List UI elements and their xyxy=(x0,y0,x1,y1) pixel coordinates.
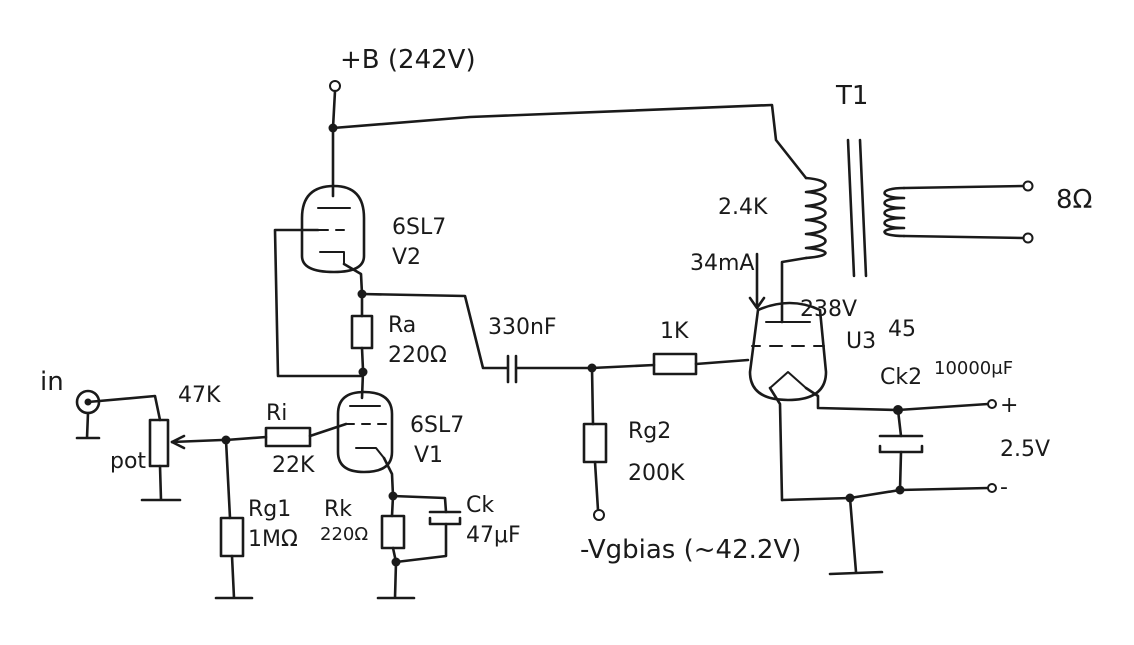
resistor-ri: Ri 22K xyxy=(224,401,348,478)
ck2-ref: Ck2 xyxy=(880,365,922,390)
u3-plate-voltage: 238V xyxy=(800,297,857,322)
u3-type: 45 xyxy=(888,317,916,342)
tube-v2: 6SL7 V2 xyxy=(273,126,446,378)
heater-minus: - xyxy=(1000,475,1008,500)
resistor-rg1: Rg1 1MΩ xyxy=(214,438,298,600)
u3-plate-current: 34mA xyxy=(690,251,754,276)
u3-ref: U3 xyxy=(846,329,876,354)
input-label: in xyxy=(40,367,64,397)
rg2-ref: Rg2 xyxy=(628,419,671,444)
rk-value: 220Ω xyxy=(320,524,368,545)
primary-impedance: 2.4K xyxy=(718,195,768,220)
ck-value: 47μF xyxy=(466,523,521,548)
ra-ref: Ra xyxy=(388,313,416,338)
v2-type: 6SL7 xyxy=(392,215,446,240)
bias-label: -Vgbias (~42.2V) xyxy=(580,535,801,565)
heater-supply: Ck2 10000μF + 2.5V - xyxy=(780,358,1050,576)
v1-ref: V1 xyxy=(414,443,443,468)
cathode-network: Rk 220Ω Ck 47μF xyxy=(320,493,521,600)
resistor-1k: 1K xyxy=(590,319,750,376)
ck-ref: Ck xyxy=(466,493,494,518)
supply-label: +B (242V) xyxy=(340,45,476,75)
rg2-value: 200K xyxy=(628,461,685,486)
transformer-t1: T1 2.4K 8Ω xyxy=(718,81,1092,324)
ra-value: 220Ω xyxy=(388,343,447,368)
pot-label: pot xyxy=(110,449,146,474)
rg1-value: 1MΩ xyxy=(248,527,298,552)
pot-value: 47K xyxy=(178,383,221,408)
coupling-cap-value: 330nF xyxy=(488,315,557,340)
b-plus-supply: +B (242V) xyxy=(328,45,808,180)
heater-plus: + xyxy=(1000,393,1018,418)
input-stage: in 47K pot xyxy=(40,367,231,502)
resistor-rg2: Rg2 200K -Vgbias (~42.2V) xyxy=(580,366,801,565)
rg1-ref: Rg1 xyxy=(248,497,291,522)
v2-ref: V2 xyxy=(392,245,421,270)
tube-u3: 34mA 238V U3 45 xyxy=(690,251,916,502)
heater-voltage: 2.5V xyxy=(1000,437,1050,462)
ck2-value: 10000μF xyxy=(934,358,1013,379)
v1-type: 6SL7 xyxy=(410,413,464,438)
tube-v1: 6SL7 V1 xyxy=(336,370,464,501)
ri-value: 22K xyxy=(272,453,315,478)
grid-stopper-value: 1K xyxy=(660,319,689,344)
load-impedance: 8Ω xyxy=(1056,185,1092,215)
resistor-ra: Ra 220Ω xyxy=(350,292,447,377)
ri-ref: Ri xyxy=(266,401,287,426)
coupling-capacitor: 330nF xyxy=(360,292,597,384)
rk-ref: Rk xyxy=(324,497,352,522)
transformer-name: T1 xyxy=(835,81,868,111)
